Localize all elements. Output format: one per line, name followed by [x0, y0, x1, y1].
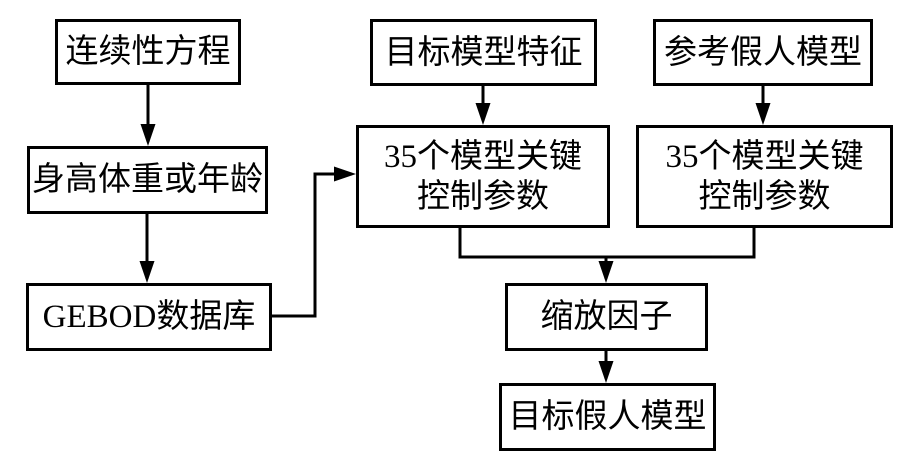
node-reference-key-control-params-line1: 35个模型关键 — [665, 138, 864, 175]
node-target-model-features: 目标模型特征 — [370, 19, 597, 86]
arrow-continuity-to-height-weight — [140, 84, 156, 146]
node-continuity-equation: 连续性方程 — [55, 19, 241, 85]
arrow-height-weight-to-gebod — [139, 213, 155, 283]
node-scale-factor: 缩放因子 — [505, 283, 708, 351]
node-target-key-control-params-line2: 控制参数 — [417, 178, 549, 215]
node-target-model-features-label: 目标模型特征 — [384, 34, 583, 71]
node-height-weight-or-age: 身高体重或年龄 — [27, 146, 268, 214]
node-target-dummy-model-label: 目标假人模型 — [508, 399, 707, 435]
arrow-scale-factor-to-target-dummy — [598, 350, 614, 383]
node-continuity-equation-label: 连续性方程 — [65, 34, 231, 70]
node-gebod-database-label: GEBOD数据库 — [42, 299, 256, 335]
connector-params-merge — [458, 227, 756, 259]
arrow-gebod-to-target-params — [271, 166, 356, 318]
arrow-reference-dummy-to-reference-params — [755, 85, 771, 125]
arrow-target-features-to-target-params — [475, 85, 491, 125]
arrow-merge-to-scale-factor — [598, 257, 614, 283]
node-target-key-control-params-line1: 35个模型关键 — [384, 138, 582, 175]
node-scale-factor-label: 缩放因子 — [540, 299, 673, 335]
node-reference-dummy-model: 参考假人模型 — [653, 19, 873, 86]
node-target-key-control-params: 35个模型关键 控制参数 — [356, 125, 610, 228]
node-reference-key-control-params-line2: 控制参数 — [698, 178, 831, 215]
node-reference-dummy-model-label: 参考假人模型 — [664, 34, 862, 71]
node-height-weight-or-age-label: 身高体重或年龄 — [32, 162, 263, 198]
node-target-dummy-model: 目标假人模型 — [499, 383, 716, 451]
node-reference-key-control-params: 35个模型关键 控制参数 — [636, 125, 893, 228]
node-gebod-database: GEBOD数据库 — [26, 283, 272, 351]
